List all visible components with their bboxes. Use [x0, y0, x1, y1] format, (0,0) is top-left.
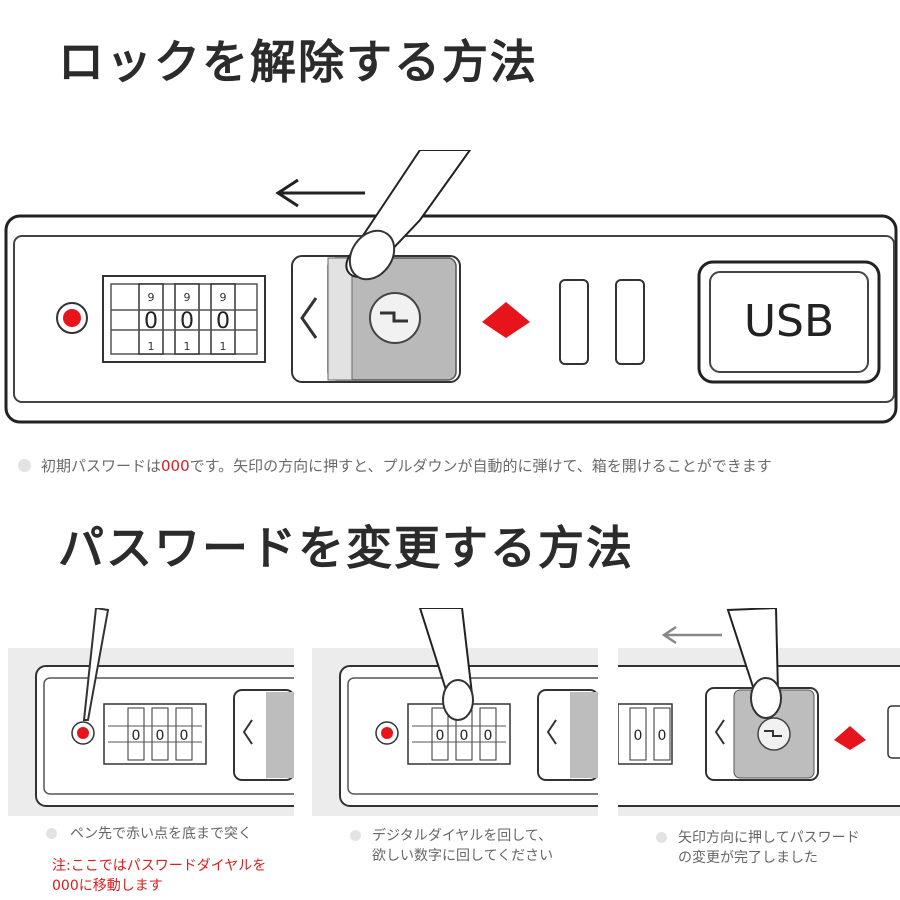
step1-caption: ペン先で赤い点を底まで突く [46, 824, 252, 844]
step3-caption-line-1: 矢印方向に押してパスワード [678, 830, 860, 846]
key-slot-icon [380, 311, 408, 323]
finger-icon [345, 150, 472, 281]
unlock-note: 初期パスワードは000です。矢印の方向に押すと、プルダウンが自動的に弾けて、箱を… [18, 455, 772, 476]
step2-caption: デジタルダイヤルを回して、 欲しい数字に回してください [350, 826, 553, 866]
note-bullet-icon [18, 459, 31, 472]
red-diamond-indicator [482, 302, 530, 338]
unlock-heading: ロックを解除する方法 [58, 35, 538, 89]
step1-note-line-1: 注:ここではパスワードダイヤルを [52, 858, 267, 874]
slide-button [291, 255, 461, 383]
dial-bottom-1: 1 [148, 340, 155, 353]
step1-note-line-2: 000に移動します [52, 878, 163, 894]
usb-label: USB [744, 296, 834, 347]
unlock-illustration: 9 9 9 0 0 0 1 1 1 USB [4, 150, 898, 424]
dial-digit-3: 0 [216, 309, 230, 334]
usb-panel: USB [697, 260, 881, 384]
step2-caption-line-1: デジタルダイヤルを回して、 [372, 828, 553, 844]
password-dial: 9 9 9 0 0 0 1 1 1 [102, 275, 266, 363]
reset-dot [56, 302, 88, 334]
step1-illustration: 0 0 0 [8, 608, 294, 816]
red-diamond-indicator [834, 726, 866, 750]
push-arrow-icon [661, 625, 722, 645]
s3-digit-1: 0 [634, 728, 643, 744]
change-heading: パスワードを変更する方法 [58, 521, 634, 575]
dial-digit-2: 0 [180, 309, 194, 334]
finger-icon [726, 608, 782, 719]
dial-bottom-2: 1 [184, 340, 191, 353]
step2-caption-line-2: 欲しい数字に回してください [372, 848, 554, 864]
step1-bullet-icon [46, 828, 57, 839]
step3-caption-line-2: の変更が完了しました [678, 850, 818, 866]
s1-digit-1: 0 [132, 728, 141, 744]
dial-top-3: 9 [220, 291, 227, 304]
note-default-code: 000 [161, 457, 190, 475]
dial-bottom-3: 1 [220, 340, 227, 353]
push-arrow-icon [275, 178, 365, 208]
note-text-before: 初期パスワードは [41, 457, 162, 475]
step1-caption-line-1: ペン先で赤い点を底まで突く [70, 826, 252, 842]
finger-icon [418, 608, 474, 721]
slot-left [559, 279, 589, 365]
step3-bullet-icon [656, 832, 667, 843]
s1-digit-2: 0 [156, 728, 165, 744]
step2-bullet-icon [350, 830, 361, 841]
s2-digit-2: 0 [460, 728, 469, 744]
pen-tip-icon [82, 608, 110, 721]
dial-top-2: 9 [184, 291, 191, 304]
s2-digit-1: 0 [436, 728, 445, 744]
step2-illustration: 0 0 0 [312, 608, 598, 816]
s3-digit-2: 0 [658, 728, 667, 744]
step3-illustration: 0 0 [618, 608, 900, 816]
s1-digit-3: 0 [180, 728, 189, 744]
step1-note: 注:ここではパスワードダイヤルを 000に移動します [52, 856, 266, 896]
slot-right [615, 279, 645, 365]
step3-caption: 矢印方向に押してパスワード の変更が完了しました [656, 828, 860, 868]
note-text-after: です。矢印の方向に押すと、プルダウンが自動的に弾けて、箱を開けることができます [189, 457, 772, 475]
s2-digit-3: 0 [484, 728, 493, 744]
dial-digit-1: 0 [144, 309, 158, 334]
dial-top-1: 9 [148, 291, 155, 304]
